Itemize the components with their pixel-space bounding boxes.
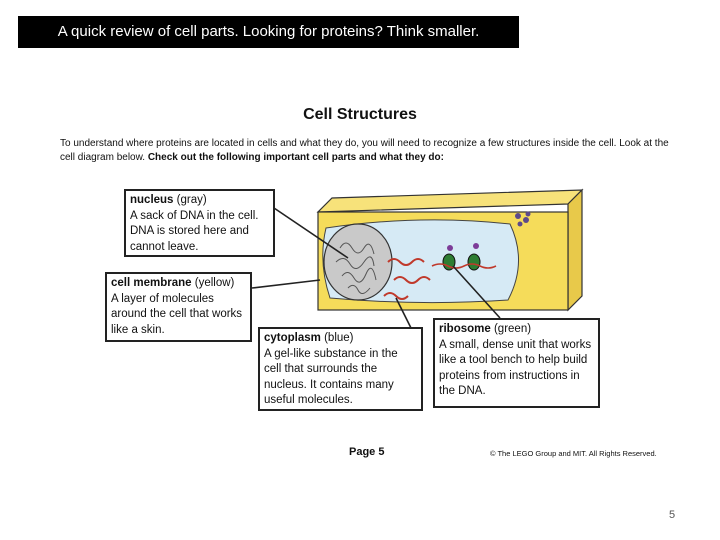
copyright-notice: © The LEGO Group and MIT. All Rights Res…	[490, 449, 657, 458]
cell-membrane-top	[316, 189, 584, 213]
cell-membrane-side	[567, 188, 583, 312]
dna-scribble	[335, 242, 377, 294]
ribosome	[442, 253, 456, 271]
mrna-squiggle	[393, 276, 431, 284]
intro-text: To understand where proteins are located…	[60, 138, 669, 163]
ribosome	[467, 253, 481, 271]
callout-term: ribosome	[439, 323, 491, 335]
protein-blob	[447, 245, 453, 251]
callout-color: (yellow)	[194, 277, 235, 289]
intro-bold-text: Check out the following important cell p…	[147, 152, 444, 163]
callout-term: nucleus	[130, 194, 174, 206]
callout-color: (gray)	[176, 194, 207, 206]
protein-blob	[473, 243, 479, 249]
nucleus-callout: nucleus (gray) A sack of DNA in the cell…	[124, 189, 275, 257]
mrna-strand	[431, 263, 497, 269]
ribosome-pointer	[452, 265, 501, 319]
callout-description: A gel-like substance in the cell that su…	[264, 347, 398, 407]
membrane-pointer	[251, 279, 321, 289]
cytoplasm-pointer	[395, 297, 413, 331]
cell-membrane-callout: cell membrane (yellow) A layer of molecu…	[105, 272, 252, 342]
mrna-squiggle	[387, 258, 425, 266]
intro-paragraph: To understand where proteins are located…	[60, 137, 680, 165]
cytoplasm-callout: cytoplasm (blue) A gel-like substance in…	[258, 327, 423, 411]
callout-description: A sack of DNA in the cell. DNA is stored…	[130, 209, 259, 253]
nucleus-pointer	[273, 207, 349, 259]
callout-color: (green)	[493, 323, 532, 335]
callout-description: A small, dense unit that works like a to…	[439, 338, 592, 398]
molecule-cluster	[515, 211, 531, 227]
document-title: Cell Structures	[303, 106, 417, 123]
slide-title-banner: A quick review of cell parts. Looking fo…	[18, 16, 519, 48]
mrna-squiggle	[383, 292, 409, 300]
callout-term: cytoplasm	[264, 332, 321, 344]
slide-number: 5	[669, 509, 676, 521]
callout-color: (blue)	[324, 332, 354, 344]
page-label: Page 5	[349, 446, 385, 458]
ribosome-callout: ribosome (green) A small, dense unit tha…	[433, 318, 600, 408]
callout-term: cell membrane	[111, 277, 192, 289]
nucleus	[323, 223, 393, 301]
callout-description: A layer of molecules around the cell tha…	[111, 292, 243, 336]
